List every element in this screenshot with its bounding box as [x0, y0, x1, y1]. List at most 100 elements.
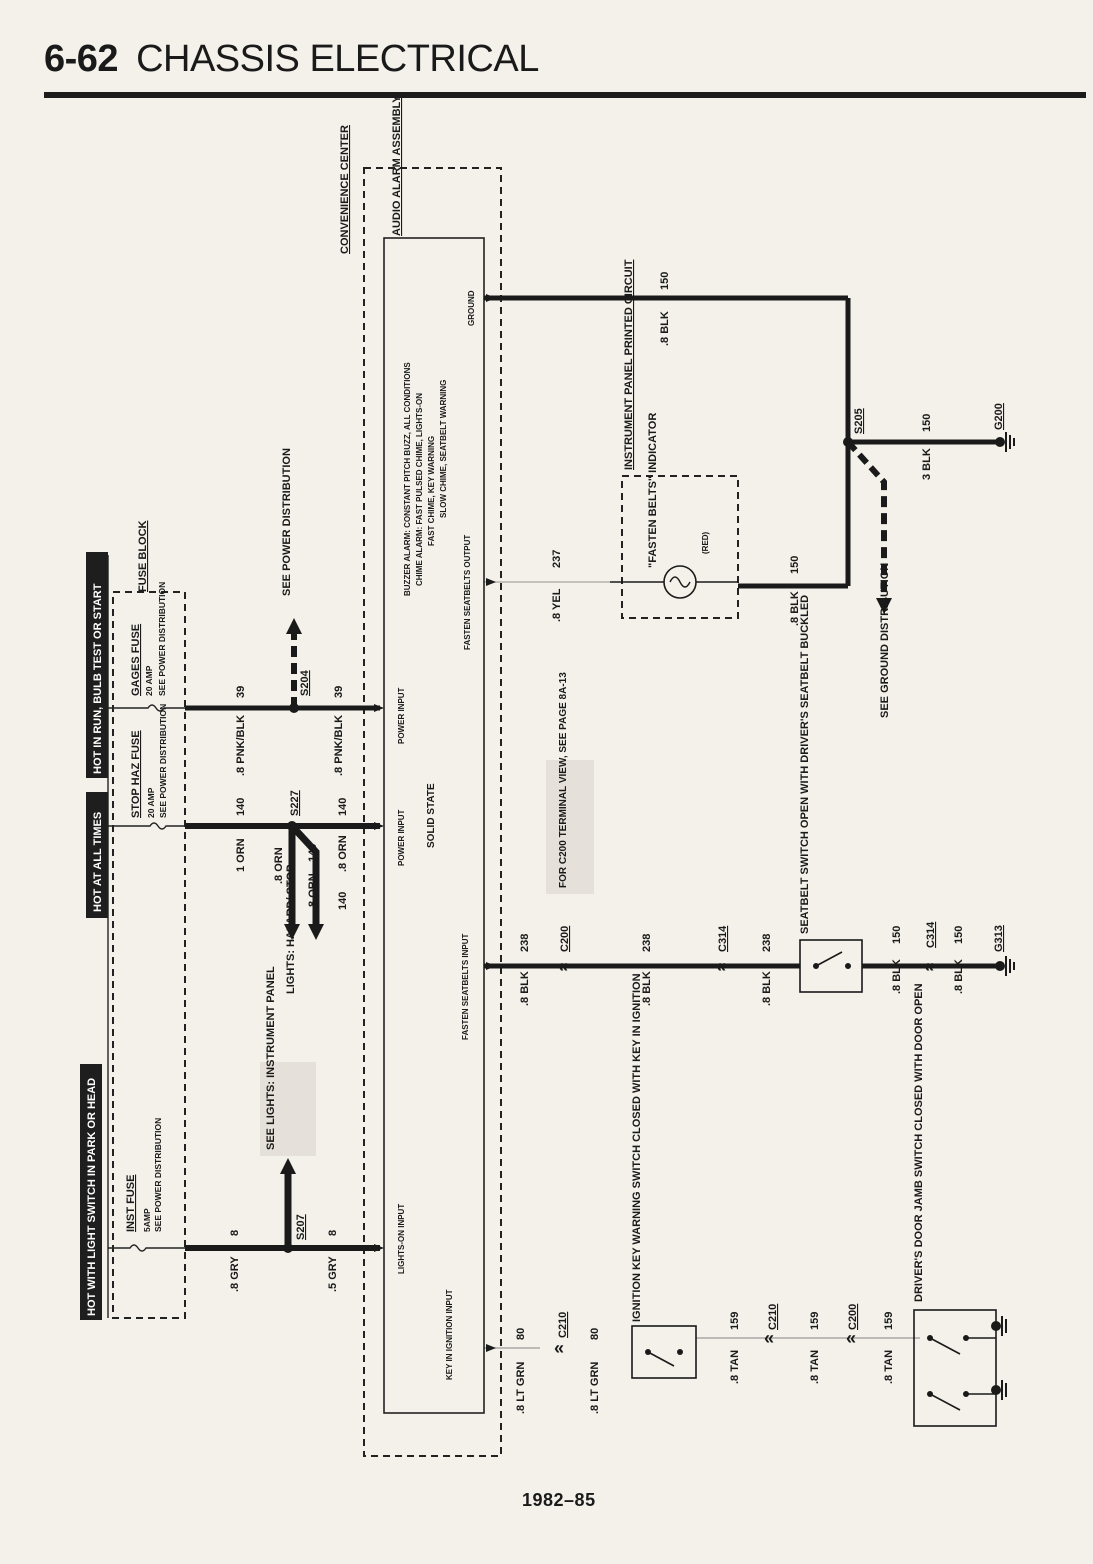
door-switch-box [913, 1309, 997, 1427]
connector-c210-label-b: C210 [767, 1304, 779, 1330]
ground-g313-icon [995, 956, 1015, 976]
ground-g200-label: G200 [993, 403, 1005, 430]
hot-bus-run-bulb [86, 552, 108, 778]
wire-circuit-150c: 150 [921, 414, 933, 432]
connector-c314-label-a: C314 [717, 925, 729, 952]
pin-arrow-icon [486, 962, 496, 970]
pin-ground-label: GROUND [467, 290, 476, 326]
seatbelt-switch-box [799, 939, 863, 993]
wire-circuit-238a: 238 [519, 934, 531, 952]
seatbelt-switch-label: SEATBELT SWITCH OPEN WITH DRIVER'S SEATB… [799, 595, 811, 934]
wire-label-blk-a: .8 BLK [659, 311, 671, 346]
ref-c200-view: FOR C200 TERMINAL VIEW, SEE PAGE 8A-13 [558, 672, 569, 888]
fasten-belts-bulb-icon [663, 565, 697, 599]
wire-circuit-150b: 150 [789, 556, 801, 574]
arrow-down-icon [876, 598, 892, 614]
wire-label-blk-f: .8 BLK [891, 959, 903, 994]
pin-power-input-a: POWER INPUT [397, 687, 406, 744]
splice-s205-label: S205 [853, 408, 865, 434]
wire-label-blk-b: .8 BLK [789, 591, 801, 626]
audio-alarm-module [383, 237, 485, 1414]
wire-circuit-140d: 140 [337, 892, 349, 910]
splice-s207-label: S207 [295, 1214, 307, 1240]
wire-circuit-159b: 159 [809, 1312, 821, 1330]
ref-lights-hazard: LIGHTS: HAZARD/ STOP [285, 865, 297, 994]
pin-fasten-input-label: FASTEN SEATBELTS INPUT [461, 934, 470, 1040]
ref-ground-dist: SEE GROUND DISTRIBUTION [879, 563, 891, 718]
door-switch-contacts-icon [927, 1335, 996, 1411]
fuse-symbol-icon [108, 704, 185, 712]
pin-arrow-icon [374, 822, 384, 830]
connector-c210-icon: « [554, 1338, 564, 1358]
page-footer-years: 1982–85 [522, 1490, 596, 1510]
hot-bus-park-head [80, 1064, 102, 1320]
pin-arrow-icon [486, 294, 496, 302]
splice-s227-label: S227 [289, 790, 301, 816]
page-header: 6-62 CHASSIS ELECTRICAL [44, 38, 539, 81]
convenience-center-title: CONVENIENCE CENTER [339, 125, 351, 254]
door-switch-ground-icon [991, 1316, 1007, 1400]
solid-state-label: SOLID STATE [426, 783, 437, 848]
wire-circuit-159a: 159 [729, 1312, 741, 1330]
instrument-panel-outline [621, 475, 739, 619]
wire-label-orn-8c: .8 ORN [337, 835, 349, 872]
gages-fuse-name: GAGES FUSE [130, 624, 142, 696]
arrow-up-icon [280, 1158, 296, 1174]
section-title: CHASSIS ELECTRICAL [136, 38, 539, 80]
wire-circuit-238c: 238 [761, 934, 773, 952]
wire-to-stop [289, 823, 320, 926]
wire-label-tan-b: .8 TAN [809, 1350, 821, 1384]
alarm-note-4: SLOW CHIME, SEATBELT WARNING [439, 380, 448, 518]
ignition-switch-box [631, 1325, 697, 1379]
fuse-symbol-icon [108, 1244, 185, 1252]
stop-haz-fuse: STOP HAZ FUSE 20 AMP SEE POWER DISTRIBUT… [108, 704, 185, 830]
wire-circuit-39b: 39 [333, 686, 345, 698]
wire-circuit-237: 237 [551, 550, 563, 568]
seatbelt-switch-contacts-icon [813, 951, 851, 969]
fasten-belts-label: "FASTEN BELTS" INDICATOR [647, 413, 659, 568]
wire-circuit-80b: 80 [589, 1328, 601, 1340]
connector-c200-label-b: C200 [847, 1304, 859, 1330]
wire-circuit-80a: 80 [515, 1328, 527, 1340]
inst-fuse: INST FUSE 5AMP SEE POWER DISTRIBUTION [108, 1118, 185, 1252]
wire-label-3-blk: 3 BLK [921, 448, 933, 480]
instrument-panel-title: INSTRUMENT PANEL PRINTED CIRCUIT [623, 259, 635, 470]
wire-label-lt-grn-b: .8 LT GRN [589, 1362, 601, 1414]
wire-label-blk-d: .8 BLK [641, 971, 653, 1006]
pin-arrow-icon [486, 1344, 496, 1352]
ref-lights-ip: SEE LIGHTS: INSTRUMENT PANEL [265, 966, 277, 1150]
gages-fuse-note: SEE POWER DISTRIBUTION [157, 582, 167, 696]
wire-label-pnk-a: .8 PNK/BLK [235, 715, 247, 776]
connector-c200-icon: « [558, 956, 568, 976]
wire-label-orn-8b: .8 ORN [307, 873, 319, 910]
page-number: 6-62 [44, 38, 119, 80]
wire-circuit-150d: 150 [891, 926, 903, 944]
convenience-center-outline [363, 167, 502, 1457]
fuse-symbol-icon [108, 822, 185, 830]
wire-circuit-159c: 159 [883, 1312, 895, 1330]
wire-circuit-140a: 140 [235, 798, 247, 816]
inst-fuse-rating: 5AMP [142, 1208, 152, 1232]
fasten-belts-color: (RED) [701, 531, 710, 554]
wire-label-blk-g: .8 BLK [953, 959, 965, 994]
wire-label-pnk-b: .8 PNK/BLK [333, 715, 345, 776]
wire-label-lt-grn-a: .8 LT GRN [515, 1362, 527, 1414]
pin-lights-on-label: LIGHTS-ON INPUT [397, 1204, 406, 1274]
ground-g200-icon [995, 432, 1015, 452]
wire-label-blk-e: .8 BLK [761, 971, 773, 1006]
hot-bus-all-times [86, 792, 108, 918]
wire-label-tan-c: .8 TAN [883, 1350, 895, 1384]
header-rule [44, 92, 1086, 98]
wire-to-ground-dist [845, 439, 887, 600]
wire-label-orn-1: 1 ORN [235, 838, 247, 872]
ignition-switch-label: IGNITION KEY WARNING SWITCH CLOSED WITH … [631, 973, 643, 1322]
stop-haz-fuse-note: SEE POWER DISTRIBUTION [158, 704, 168, 818]
pin-fasten-output-label: FASTEN SEATBELTS OUTPUT [463, 535, 472, 650]
wire-label-tan-a: .8 TAN [729, 1350, 741, 1384]
hot-bus-park-head-label: HOT WITH LIGHT SWITCH IN PARK OR HEAD [86, 1078, 98, 1316]
lights-ip-highlight [260, 1062, 316, 1156]
wire-circuit-150a: 150 [659, 272, 671, 290]
pin-arrow-icon [486, 578, 496, 586]
wire-circuit-150e: 150 [953, 926, 965, 944]
